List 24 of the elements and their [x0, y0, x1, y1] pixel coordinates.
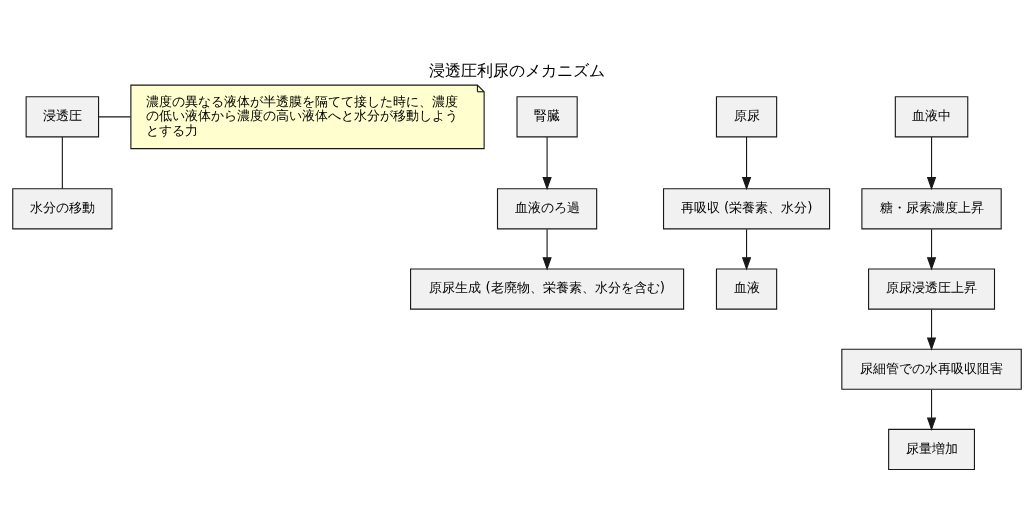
- arrow: [741, 135, 752, 190]
- arrow: [926, 388, 937, 431]
- diagram-title: 浸透圧利尿のメカニズム: [429, 61, 605, 80]
- arrow: [542, 228, 552, 271]
- arrow: [542, 135, 552, 190]
- node-box: 尿細管での水再吸収阻害: [841, 348, 1022, 390]
- node-box: 再吸収 (栄養素、水分): [663, 187, 831, 229]
- node-box: 浸透圧: [25, 95, 100, 137]
- node-box: 血液のろ過: [496, 187, 598, 229]
- connector: [98, 115, 132, 117]
- arrow: [926, 135, 937, 190]
- node-box: 腎臓: [516, 95, 578, 137]
- connector: [61, 135, 63, 189]
- node-box: 水分の移動: [12, 187, 113, 229]
- node-box: 血液: [715, 267, 778, 310]
- node-box: 血液中: [894, 95, 969, 137]
- arrow: [926, 228, 937, 271]
- node-box: 原尿浸透圧上昇: [868, 267, 996, 310]
- node-box: 原尿生成 (老廃物、栄養素、水分を含む): [410, 267, 685, 310]
- node-box: 原尿: [715, 95, 778, 137]
- node-box: 糖・尿素濃度上昇: [861, 187, 1002, 229]
- arrow: [926, 308, 937, 351]
- arrow: [741, 228, 752, 271]
- node-box: 尿量増加: [888, 428, 975, 470]
